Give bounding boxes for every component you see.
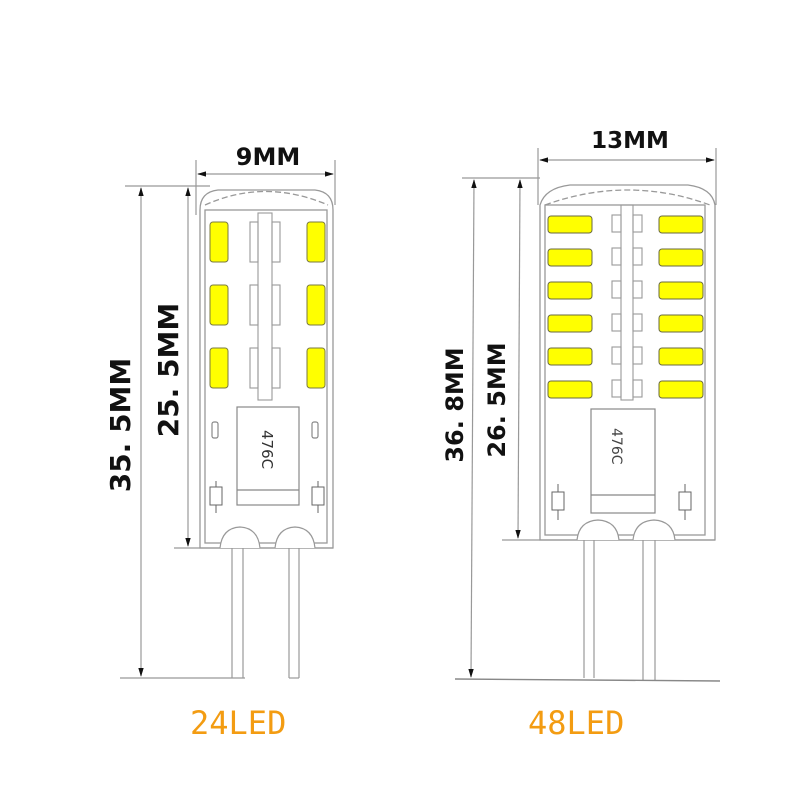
chip-text-48led: 476C — [608, 428, 624, 465]
led-chips-24led — [209, 221, 326, 389]
total-height-label-24led: 35. 5MM — [104, 358, 137, 493]
label-48led: 48LED — [528, 704, 625, 742]
led-chips-48led — [547, 215, 704, 399]
bulb-24led: 9MM — [104, 143, 336, 679]
driver-chip-24led — [211, 406, 319, 506]
chip-text-24led: 476C — [258, 430, 276, 469]
pins-48led — [576, 519, 676, 680]
driver-chip-48led — [590, 408, 656, 514]
body-height-label-48led: 26. 5MM — [483, 342, 511, 457]
body-height-label-24led: 25. 5MM — [152, 303, 185, 438]
bulb-body-48led — [539, 184, 716, 541]
bulb-48led: 13MM — [441, 128, 721, 682]
total-height-label-48led: 36. 8MM — [441, 347, 469, 462]
width-label-48led: 13MM — [591, 128, 669, 154]
width-dimension-24led — [195, 160, 336, 215]
width-dimension-48led — [537, 148, 717, 205]
pins-24led — [219, 526, 316, 679]
bulb-body-24led — [199, 189, 334, 549]
label-24led: 24LED — [190, 704, 287, 742]
width-label-24led: 9MM — [236, 143, 300, 171]
